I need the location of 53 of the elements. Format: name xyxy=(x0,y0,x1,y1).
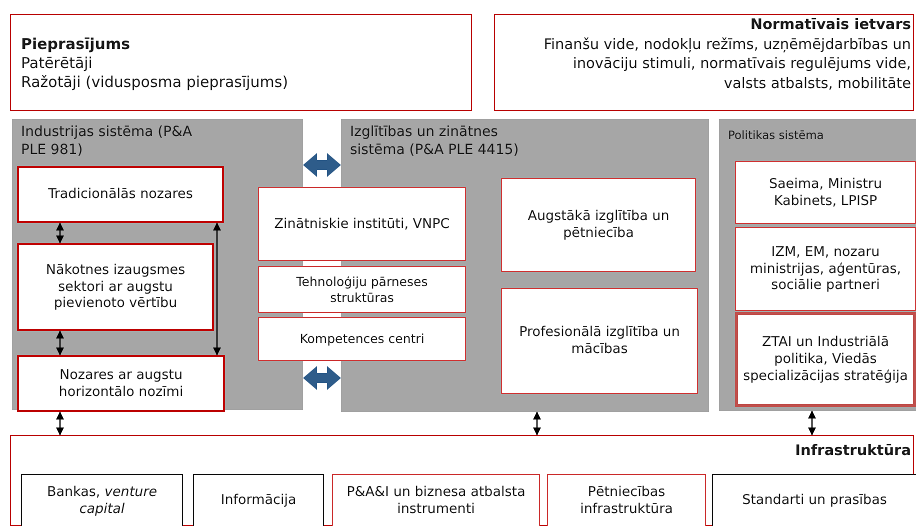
process-box xyxy=(332,474,540,526)
process-box xyxy=(501,288,698,394)
box-label: Bankas, venture capital xyxy=(46,484,158,518)
box-label: IZM, EM, nozaru ministrijas, aģentūras, sociālie partneri xyxy=(748,244,902,294)
process-box xyxy=(501,178,696,272)
process-box xyxy=(547,474,706,526)
framework-box xyxy=(494,14,914,111)
card-text: Finanšu vide, nodokļu režīms, uzņēmējdarbības un inovāciju stimuli, normatīvais regulējums vide, valsts atbalsts, mobilitāte xyxy=(542,36,911,94)
double-arrow xyxy=(303,153,341,177)
box-label: Zinātniskie institūti, VNPC xyxy=(274,216,450,232)
double-arrow xyxy=(303,366,341,390)
system-panel xyxy=(719,119,916,411)
panel-heading: Infrastruktūra xyxy=(795,443,911,459)
card-text: Patērētāji xyxy=(21,54,92,73)
arrow xyxy=(808,410,816,436)
arrow xyxy=(56,222,64,244)
box-label: Profesionālā izglītība un mācības xyxy=(518,324,681,358)
arrow xyxy=(56,330,64,356)
process-box xyxy=(193,474,324,526)
box-label: Pētniecības infrastruktūra xyxy=(579,484,674,518)
box-label: Tradicionālās nozares xyxy=(48,186,193,203)
process-box xyxy=(735,312,916,407)
process-box xyxy=(712,474,916,526)
box-label: Kompetences centri xyxy=(300,331,424,347)
process-box xyxy=(258,187,466,261)
infrastructure-panel xyxy=(10,435,914,526)
panel-heading: Industrijas sistēma (P&A PLE 981) xyxy=(21,123,194,159)
panel-heading: Izglītības un zinātnes sistēma (P&A PLE 4415) xyxy=(350,123,520,159)
box-label: Tehnoloģiju pārneses struktūras xyxy=(295,274,429,306)
box-label: Informācija xyxy=(220,492,296,509)
card-text: Ražotāji (vidusposma pieprasījums) xyxy=(21,73,288,92)
box-label: Saeima, Ministru Kabinets, LPISP xyxy=(768,176,884,210)
arrow xyxy=(213,222,221,356)
arrow xyxy=(533,412,541,436)
box-label: ZTAI un Industriālā politika, Viedās specializācijas stratēģija xyxy=(742,334,909,385)
process-box xyxy=(735,227,916,311)
card-heading: Normatīvais ietvars xyxy=(749,16,911,35)
demand-box xyxy=(10,14,472,111)
card-heading: Pieprasījums xyxy=(21,35,130,54)
process-box xyxy=(17,355,225,412)
process-box xyxy=(17,166,224,223)
box-label: Augstākā izglītība un pētniecība xyxy=(526,208,670,242)
box-label: Nākotnes izaugsmes sektori ar augstu pievienoto vērtību xyxy=(44,262,186,312)
box-label: Standarti un prasības xyxy=(742,492,887,509)
process-box xyxy=(258,317,466,361)
process-box xyxy=(17,243,214,331)
panel-heading: Politikas sistēma xyxy=(728,127,824,144)
box-label: P&A&I un biznesa atbalsta instrumenti xyxy=(346,484,526,518)
process-box xyxy=(258,266,466,313)
box-label: Nozares ar augstu horizontālo nozīmi xyxy=(58,366,184,400)
process-box xyxy=(21,474,183,526)
arrow xyxy=(56,412,64,436)
process-box xyxy=(735,161,916,224)
